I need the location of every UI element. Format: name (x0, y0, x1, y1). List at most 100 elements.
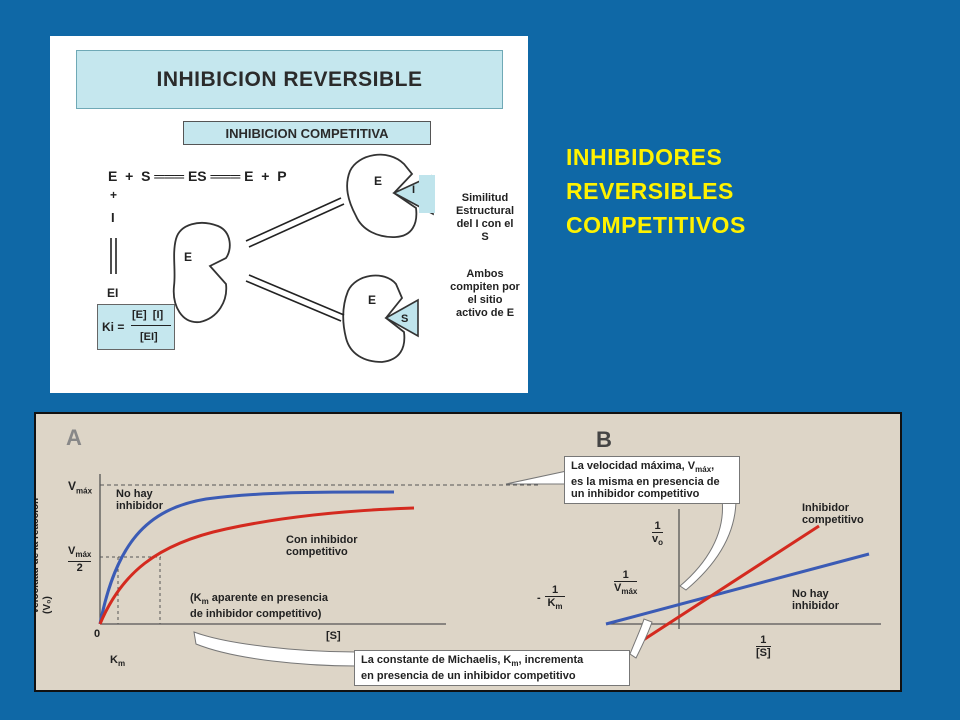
curve-no-inhibitor-a (98, 490, 395, 625)
enzyme-free (172, 222, 231, 323)
vmax-half-numerator: Vmáx (68, 545, 92, 563)
inhibitor-label: I (412, 184, 416, 196)
banner-title: INHIBICION REVERSIBLE (156, 67, 423, 91)
plus-sign: + (110, 188, 118, 202)
note-compete-line: Ambos (466, 268, 504, 280)
callout-part: La velocidad máxima, V (571, 460, 696, 472)
callout-part: La constante de Michaelis, K (361, 654, 512, 666)
graph-b-ylabel: 1 vo (652, 520, 664, 549)
km-subscript: m (117, 659, 126, 669)
graph-a-letter: A (66, 425, 82, 450)
label-line: Inhibidor (802, 502, 850, 514)
graph-drawing (98, 468, 881, 667)
graph-a-km: Km (110, 654, 125, 670)
note-similarity-line: del I con el (456, 218, 514, 230)
label-line: de inhibidor competitivo) (190, 608, 322, 621)
vmax-half-denominator: 2 (76, 562, 83, 575)
graph-a-no-inhibitor: No hay inhibidor (116, 488, 163, 512)
vmax-half-symbol: V (68, 545, 76, 557)
label-subscript: m (555, 602, 563, 612)
enzyme-label-substrate: E (368, 293, 377, 307)
ki-numerator: [E] [I] (132, 309, 164, 321)
substrate-label: S (401, 313, 409, 325)
label-part: aparente en presencia (208, 592, 328, 604)
graph-a-vmax-half: Vmáx 2 (68, 545, 92, 575)
callout-part: , incrementa (518, 654, 584, 666)
callout-subscript: m (511, 659, 519, 669)
callout-line: La velocidad máxima, Vmáx, (571, 460, 733, 476)
line-no-inhibitor-b (605, 552, 870, 626)
note-similarity-line: Estructural (455, 205, 515, 217)
label-line: No hay (792, 588, 829, 600)
enzyme-label-inhibited: E (374, 174, 383, 188)
callout-km-pointer (629, 618, 653, 659)
fraction-denominator: [S] (756, 647, 771, 659)
line-inhibitor-b (633, 524, 820, 648)
label-line: inhibidor (792, 600, 840, 612)
callout-line: un inhibidor competitivo (571, 488, 700, 501)
fraction-numerator: 1 (545, 584, 565, 597)
ki-fraction-bar (131, 325, 171, 326)
graph-a-ylabel: Velocidad de la reacción (V₀) (34, 497, 53, 614)
graph-b-vmax: 1 Vmáx (614, 569, 638, 598)
enzyme-with-substrate (342, 274, 419, 363)
vmax-symbol: V (68, 479, 77, 493)
note-similarity-line: Similitud (461, 192, 509, 204)
callout-km-arrow (193, 631, 357, 667)
subtitle-box: INHIBICION COMPETITIVA (183, 121, 431, 145)
label-line: competitivo (802, 514, 864, 526)
note-compete-line: compiten por (450, 281, 520, 293)
inhibitor-symbol: I (111, 210, 115, 225)
enzyme-with-inhibitor (346, 153, 435, 238)
slide-title-line: INHIBIDORES (566, 144, 723, 170)
ki-denominator: [EI] (140, 331, 158, 343)
slide-title: INHIBIDORES REVERSIBLES COMPETITIVOS (566, 140, 746, 242)
label-part: (K (190, 592, 202, 604)
fraction-denominator: vo (652, 533, 663, 549)
callout-line: La constante de Michaelis, Km, increment… (361, 654, 623, 670)
vmax-subscript: máx (76, 486, 93, 496)
equilibrium-arrow-vertical (110, 238, 117, 274)
label-part: K (547, 597, 556, 609)
curve-with-inhibitor-a (98, 506, 415, 625)
ei-complex: EI (107, 286, 119, 300)
enzyme-label-free: E (184, 250, 193, 264)
fraction-denominator: Km (545, 597, 565, 613)
callout-vmax: La velocidad máxima, Vmáx, es la misma e… (564, 456, 740, 505)
label-part: V (614, 582, 622, 594)
ki-formula-box: Ki = [E] [I] [EI] (97, 304, 175, 350)
fraction-denominator: Vmáx (614, 582, 637, 598)
callout-part: , (711, 460, 715, 472)
fraction-numerator: 1 (614, 569, 638, 582)
label-line: No hay (116, 488, 153, 500)
callout-line: en presencia de un inhibidor competitivo (361, 670, 576, 683)
graph-b-axes (606, 509, 881, 629)
note-compete: Ambos compiten por el sitio activo de E (442, 268, 528, 320)
slide-title-line: COMPETITIVOS (566, 212, 746, 238)
callout-subscript: máx (695, 465, 712, 475)
subtitle-text: INHIBICION COMPETITIVA (225, 125, 389, 141)
label-subscript: m (201, 597, 209, 607)
label-line: competitivo (286, 546, 348, 558)
graph-b-no-inhibitor: No hay inhibidor (792, 588, 839, 612)
binding-equilibrium-arrows (245, 197, 345, 322)
graph-a-apparent-km: (Km aparente en presencia de inhibidor c… (190, 592, 328, 620)
label-line: Con inhibidor (286, 534, 358, 546)
banner-box: INHIBICION REVERSIBLE (76, 50, 503, 109)
competitive-inhibition-diagram: INHIBICION REVERSIBLE INHIBICION COMPETI… (50, 36, 528, 393)
note-compete-line: el sitio (467, 294, 503, 306)
km-symbol: K (110, 654, 118, 666)
graph-b-inhibitor-label: Inhibidor competitivo (802, 502, 864, 526)
neg-km-fraction: 1 Km (545, 584, 565, 613)
slide-title-line: REVERSIBLES (566, 178, 734, 204)
graph-a-with-inhibitor: Con inhibidor competitivo (286, 534, 357, 558)
label-subscript: máx (621, 587, 638, 597)
kinetics-graphs: A B Velocidad de la reacción (V₀) Vmáx V… (34, 412, 902, 692)
callout-vmax-pointer (679, 498, 737, 591)
label-subscript: o (658, 538, 664, 548)
graph-a-vmax: Vmáx (68, 480, 92, 497)
enzyme-shapes (172, 153, 435, 363)
reaction-equation: E + S ═══ ES ═══ E + P (108, 168, 287, 184)
graph-a-xlabel: [S] (326, 630, 341, 642)
graph-a-origin: 0 (94, 628, 101, 640)
